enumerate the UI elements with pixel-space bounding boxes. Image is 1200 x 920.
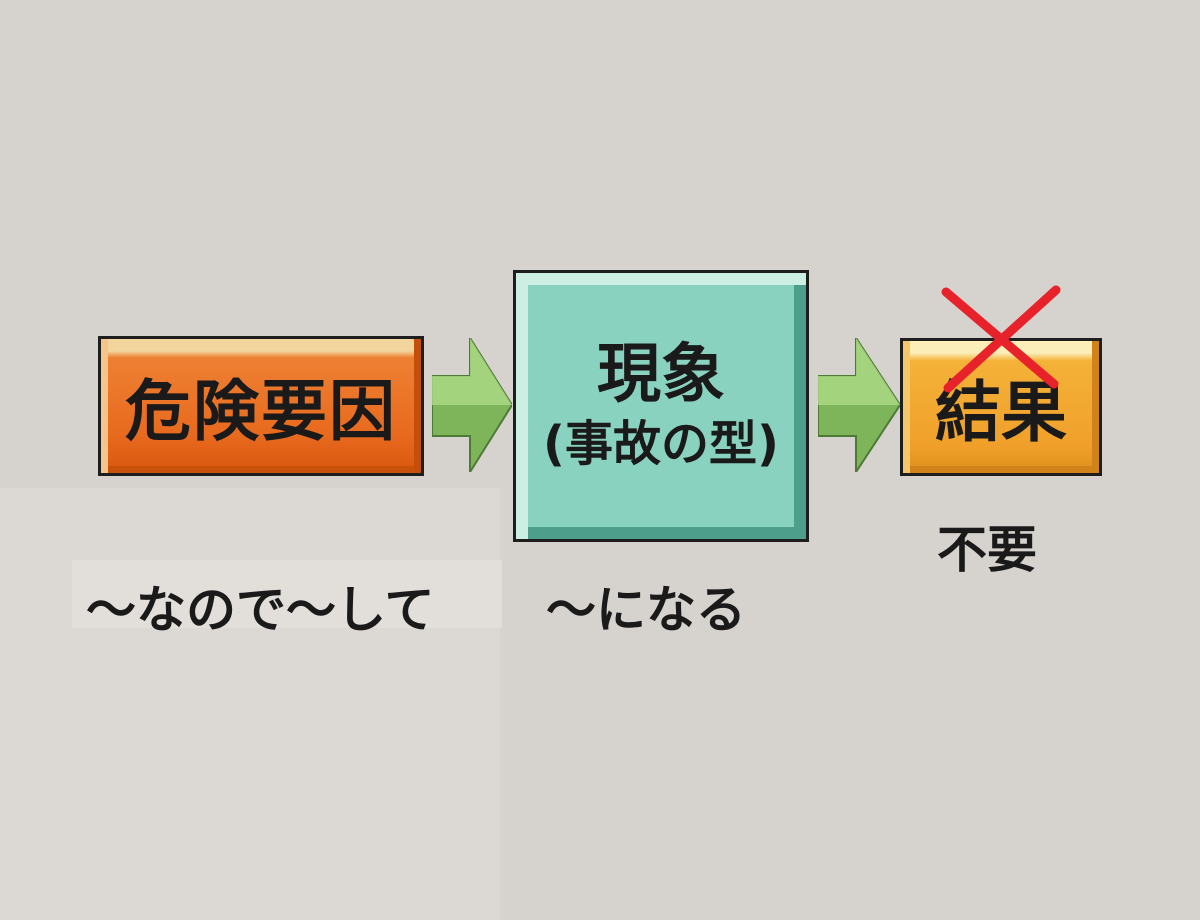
phenomenon-label: 現象	[597, 338, 725, 413]
result-box: 結果	[900, 338, 1102, 476]
hazard-factor-box: 危険要因	[98, 336, 424, 476]
right-arrow-icon	[818, 338, 900, 472]
result-label: 結果	[935, 374, 1067, 451]
phenomenon-box: 現象 (事故の型)	[513, 270, 809, 542]
phenomenon-caption: 〜になる	[546, 581, 746, 639]
hazard-caption: 〜なので〜して	[86, 581, 435, 639]
right-arrow-icon	[432, 338, 512, 472]
accident-type-label: (事故の型)	[543, 415, 779, 472]
caption-band	[72, 560, 502, 628]
cross-mark-icon	[941, 285, 1061, 393]
result-caption: 不要	[937, 521, 1037, 579]
hazard-factor-label: 危険要因	[125, 373, 397, 450]
